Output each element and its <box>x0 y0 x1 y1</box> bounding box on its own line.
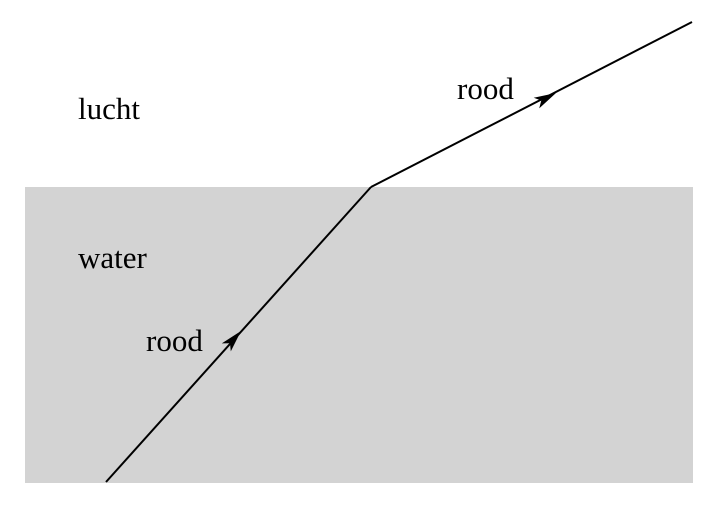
incident-ray-label: rood <box>146 323 203 358</box>
air-label: lucht <box>78 91 140 126</box>
water-label: water <box>78 240 148 275</box>
refracted-ray <box>370 21 693 188</box>
refracted-ray-label: rood <box>457 71 514 106</box>
water-region <box>25 187 693 483</box>
incident-arrow-icon <box>221 331 241 352</box>
refracted-arrow-icon <box>533 93 556 109</box>
